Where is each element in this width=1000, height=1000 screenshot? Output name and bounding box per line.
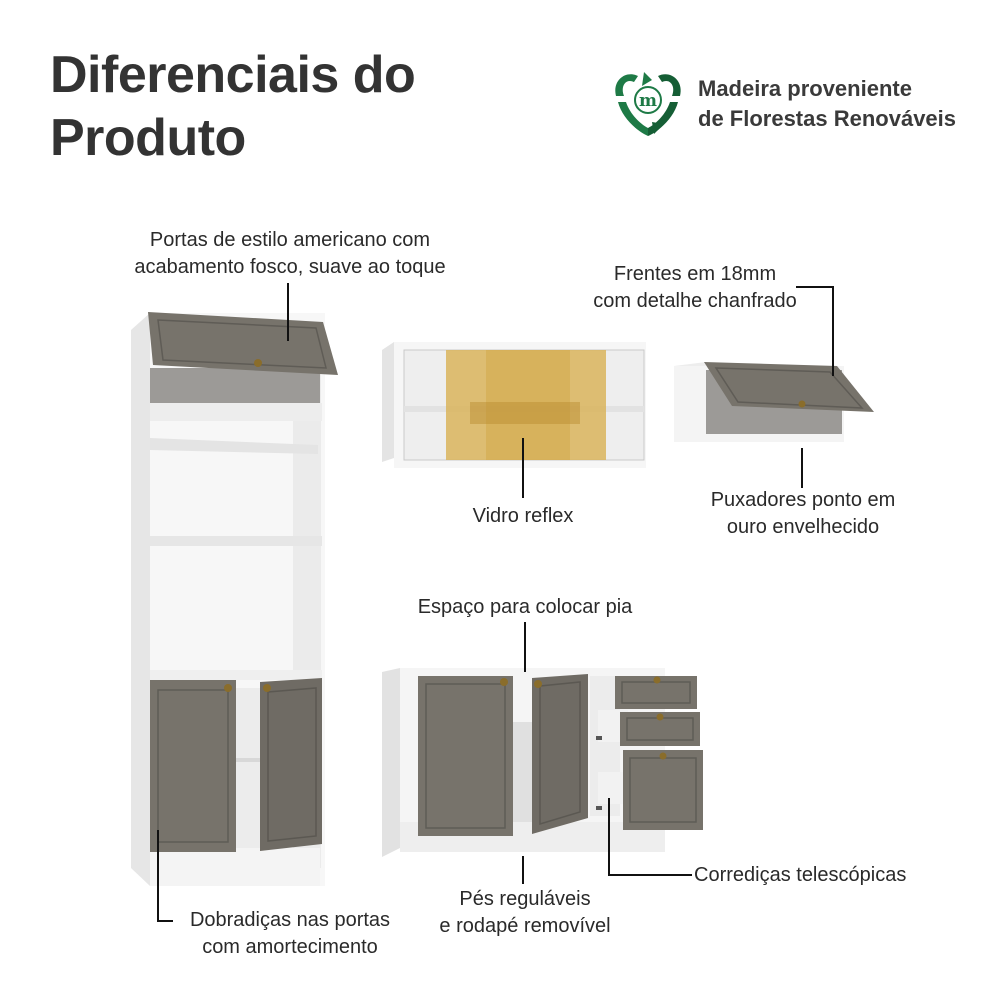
callout-feet-line — [522, 856, 524, 884]
callout-fronts: Frentes em 18mm com detalhe chanfrado — [593, 263, 797, 312]
callout-handles-line — [801, 448, 803, 488]
callout-handles: Puxadores ponto em ouro envelhecido — [710, 489, 896, 538]
callout-fronts-line-h — [796, 286, 834, 288]
tall-cabinet-image — [131, 312, 338, 886]
callout-sink-line — [524, 622, 526, 672]
callout-glass: Vidro reflex — [472, 505, 574, 527]
title-line-1: Diferenciais do — [50, 46, 416, 104]
callout-slides-line-v — [608, 798, 610, 876]
callout-hinges: Dobradiças nas portas com amortecimento — [189, 909, 391, 958]
glass-cabinet-image — [382, 342, 646, 468]
callout-fronts-line-v — [832, 286, 834, 376]
badge-text: Madeira proveniente de Florestas Renováv… — [698, 74, 956, 134]
callout-slides: Corrediças telescópicas — [694, 864, 907, 886]
recycle-m-icon: m — [615, 72, 681, 136]
callout-doors: Portas de estilo americano com acabament… — [134, 229, 446, 278]
title-line-2: Produto — [50, 109, 246, 167]
callout-feet: Pés reguláveis e rodapé removível — [439, 888, 611, 937]
svg-text:m: m — [639, 91, 657, 111]
callout-sink: Espaço para colocar pia — [417, 596, 633, 618]
callout-hinges-line-v — [157, 830, 159, 922]
callout-slides-line-h — [608, 874, 692, 876]
lift-cabinet-image — [674, 362, 874, 442]
badge-line-1: Madeira proveniente — [698, 76, 912, 101]
callout-doors-line — [287, 283, 289, 341]
callout-hinges-line-h — [157, 920, 173, 922]
page-title: Diferenciais do Produto — [50, 44, 416, 170]
badge-line-2: de Florestas Renováveis — [698, 106, 957, 131]
sink-cabinet-image — [382, 668, 703, 857]
callout-glass-line — [522, 438, 524, 498]
